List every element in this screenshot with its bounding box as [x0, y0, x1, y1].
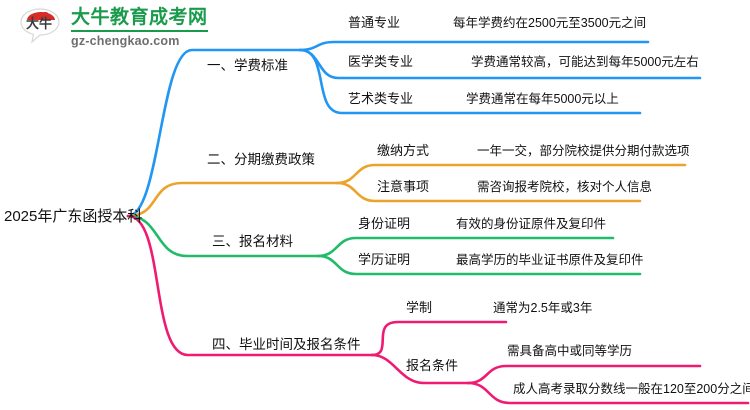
child-node-2-1[interactable]: 缴纳方式 [377, 143, 430, 158]
detail-node-2-2[interactable]: 需咨询报考院校，核对个人信息 [477, 180, 653, 194]
child-node-1-2[interactable]: 医学类专业 [348, 54, 414, 69]
logo-text: 大牛教育成考网 gz-chengkao.com [71, 8, 208, 48]
logo-title: 大牛教育成考网 [71, 7, 208, 29]
branch-node-2[interactable]: 二、分期缴费政策 [207, 152, 315, 167]
svg-text:大牛: 大牛 [26, 16, 52, 31]
branch-node-1[interactable]: 一、学费标准 [207, 58, 288, 73]
branch-2-spine [126, 181, 339, 218]
branch-node-4[interactable]: 四、毕业时间及报名条件 [212, 337, 361, 352]
detail-node-3-2[interactable]: 最高学历的毕业证书原件及复印件 [456, 253, 644, 267]
child-node-4-2[interactable]: 报名条件 [406, 358, 459, 373]
child-node-3-2[interactable]: 学历证明 [358, 252, 411, 267]
detail-node-1-3[interactable]: 学费通常在每年5000元以上 [466, 92, 619, 106]
child-node-4-1[interactable]: 学制 [406, 300, 433, 315]
child-node-2-2[interactable]: 注意事项 [377, 179, 430, 194]
child-node-3-1[interactable]: 身份证明 [358, 216, 411, 231]
grandchild-node-4-2-2[interactable]: 成人高考录取分数线一般在120至200分之间 [513, 382, 750, 396]
detail-node-3-1[interactable]: 有效的身份证原件及复印件 [456, 217, 607, 231]
detail-node-1-2[interactable]: 学费通常较高，可能达到每年5000元左右 [471, 55, 699, 69]
branch-node-3[interactable]: 三、报名材料 [212, 234, 293, 249]
detail-node-2-1[interactable]: 一年一交，部分院校提供分期付款选项 [477, 144, 690, 158]
logo-mark-icon: 大牛 [18, 8, 64, 48]
branch-1-spine [126, 48, 302, 218]
child-node-1-1[interactable]: 普通专业 [348, 15, 401, 30]
site-logo: 大牛 大牛教育成考网 gz-chengkao.com [18, 8, 208, 48]
detail-node-1-1[interactable]: 每年学费约在2500元至3500元之间 [453, 16, 647, 30]
detail-node-4-1[interactable]: 通常为2.5年或3年 [493, 301, 593, 315]
child-node-1-3[interactable]: 艺术类专业 [348, 91, 414, 106]
logo-divider [71, 30, 208, 33]
branch-4-fork-up [370, 320, 508, 357]
root-node[interactable]: 2025年广东函授本科 [4, 208, 143, 225]
logo-site-url: gz-chengkao.com [71, 34, 180, 49]
grandchild-node-4-2-1[interactable]: 需具备高中或同等学历 [507, 344, 633, 358]
branch-1-fork-up [298, 40, 650, 52]
